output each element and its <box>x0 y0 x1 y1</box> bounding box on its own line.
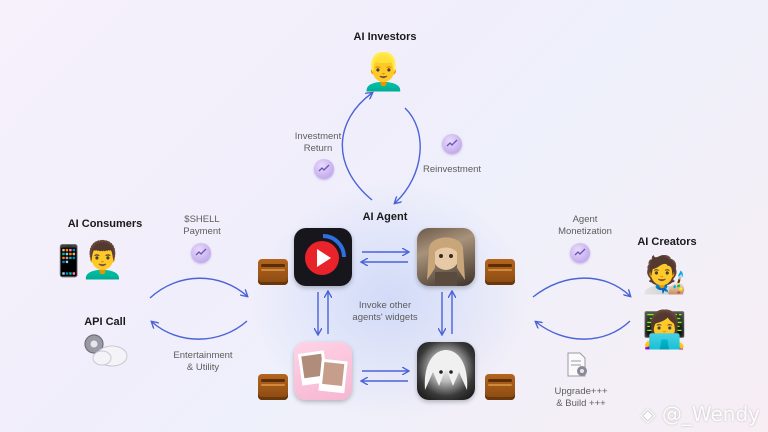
arrow-reinvestment <box>395 107 421 203</box>
arrow-shell-payment <box>149 277 247 299</box>
wallet-icon <box>258 374 288 400</box>
photo-collage-app-icon[interactable] <box>294 342 352 400</box>
entertainment-label: Entertainment & Utility <box>173 350 233 373</box>
upgrade-build-label: Upgrade+++ & Build +++ <box>554 386 608 409</box>
arrow-investment-return <box>341 93 372 201</box>
coin-icon <box>442 134 462 154</box>
ai-consumers-title: AI Consumers <box>67 218 143 230</box>
man-blond-emoji: 👱‍♂️ <box>361 51 406 92</box>
coin-icon <box>570 243 590 263</box>
reinvestment-label: Reinvestment <box>422 164 482 175</box>
agent-monetization-label: Agent Monetization <box>558 214 612 237</box>
diamond-logo-icon: ◈ <box>640 402 656 426</box>
arrow-agent-monetization <box>532 277 630 297</box>
artist-emoji: 🧑‍🎨 <box>642 254 687 295</box>
gear-cloud-icon <box>80 330 130 370</box>
white-hair-anime-app-icon[interactable] <box>417 342 475 400</box>
anime-girl-app-icon[interactable] <box>417 228 475 286</box>
invoke-widgets-label: Invoke other agents' widgets <box>352 300 418 323</box>
video-player-app-icon[interactable] <box>294 228 352 286</box>
arrow-entertainment <box>152 321 248 340</box>
person-curly-hair-emoji: 👨‍🦱 <box>80 239 125 280</box>
ai-creators-title: AI Creators <box>637 236 697 248</box>
arrow-upgrade-build <box>536 320 631 340</box>
wallet-icon <box>485 374 515 400</box>
ai-agent-title: AI Agent <box>362 211 408 223</box>
investment-return-label: Investment Return <box>294 131 342 154</box>
coin-icon <box>191 243 211 263</box>
coin-icon <box>314 159 334 179</box>
document-with-gear-icon <box>565 352 589 378</box>
watermark-text: @_Wendy <box>661 402 760 426</box>
ai-investors-title: AI Investors <box>353 31 417 43</box>
wallet-icon <box>258 259 288 285</box>
technologist-emoji: 👩‍💻 <box>642 309 687 350</box>
shell-payment-label: $SHELL Payment <box>183 214 221 237</box>
wallet-icon <box>485 259 515 285</box>
api-call-title: API Call <box>84 316 126 328</box>
mobile-phone-emoji: 📱 <box>50 245 88 278</box>
watermark: ◈ @_Wendy <box>640 402 760 426</box>
